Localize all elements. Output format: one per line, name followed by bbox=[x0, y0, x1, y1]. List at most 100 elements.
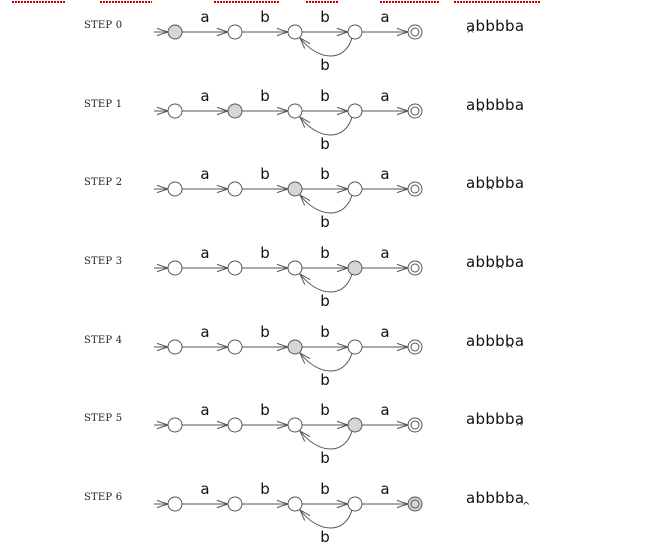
transition-label: a bbox=[380, 165, 389, 183]
tape-symbol: b bbox=[485, 96, 496, 114]
tape-symbol: b bbox=[475, 253, 486, 271]
tape-symbol: a bbox=[514, 489, 525, 507]
back-transition-edge bbox=[299, 194, 353, 214]
transition-label: a bbox=[380, 87, 389, 105]
back-transition-arrowhead bbox=[298, 429, 311, 442]
transition-label: b bbox=[260, 244, 270, 262]
back-transition-arrowhead bbox=[298, 193, 311, 206]
step-label: STEP 2 bbox=[84, 177, 123, 188]
transition-label: a bbox=[200, 87, 209, 105]
transition-label: b bbox=[320, 449, 330, 467]
step-row: STEP 1abbababbbba bbox=[0, 79, 650, 158]
tape-symbol: b bbox=[475, 489, 486, 507]
tape-symbol: b bbox=[485, 489, 496, 507]
tape-symbol: b bbox=[495, 410, 505, 428]
input-tape: abbbba bbox=[466, 410, 524, 428]
transition-label: b bbox=[260, 323, 270, 341]
tape-symbol: b bbox=[485, 174, 495, 192]
back-transition-arrowhead bbox=[298, 36, 311, 49]
state-node bbox=[287, 103, 303, 119]
tape-symbol: b bbox=[475, 410, 486, 428]
back-transition-arrowhead bbox=[298, 351, 311, 364]
transition-label: b bbox=[320, 244, 330, 262]
tape-symbol: b bbox=[504, 489, 515, 507]
transition-label: a bbox=[380, 244, 389, 262]
transition-label: b bbox=[320, 8, 330, 26]
state-node bbox=[167, 260, 183, 276]
tape-symbol: a bbox=[514, 96, 525, 114]
tape-symbol: a bbox=[466, 253, 476, 271]
back-transition-edge bbox=[299, 37, 353, 57]
accept-state-inner-ring bbox=[410, 106, 420, 116]
step-label: STEP 6 bbox=[84, 492, 123, 503]
transition-label: b bbox=[320, 135, 330, 153]
accept-state bbox=[407, 260, 423, 276]
transition-label: a bbox=[380, 8, 389, 26]
tape-symbol: b bbox=[485, 17, 496, 35]
transition-label: b bbox=[260, 87, 270, 105]
state-node bbox=[287, 417, 303, 433]
step-label: STEP 1 bbox=[84, 99, 123, 110]
state-node bbox=[227, 103, 243, 119]
back-transition-edge bbox=[299, 430, 353, 450]
back-transition-arrowhead bbox=[298, 508, 311, 521]
tape-symbol: a bbox=[514, 17, 525, 35]
state-node bbox=[227, 496, 243, 512]
tape-symbol: b bbox=[485, 332, 496, 350]
state-node bbox=[287, 260, 303, 276]
transition-label: a bbox=[380, 480, 389, 498]
transition-label: b bbox=[320, 323, 330, 341]
tape-symbol: b bbox=[504, 96, 515, 114]
transition-label: b bbox=[260, 8, 270, 26]
state-node bbox=[227, 417, 243, 433]
back-transition-arrowhead bbox=[298, 115, 311, 128]
step-label: STEP 5 bbox=[84, 413, 123, 424]
state-node bbox=[287, 339, 303, 355]
tape-symbol: b bbox=[495, 17, 505, 35]
step-row: STEP 2abbababbbba bbox=[0, 157, 650, 236]
transition-label: b bbox=[320, 401, 330, 419]
tape-symbol: b bbox=[485, 410, 496, 428]
state-node bbox=[167, 339, 183, 355]
transition-label: a bbox=[380, 323, 389, 341]
accept-state bbox=[407, 181, 423, 197]
transition-label: b bbox=[260, 401, 270, 419]
state-node bbox=[347, 417, 363, 433]
back-transition-arrowhead bbox=[298, 272, 311, 285]
step-label: STEP 0 bbox=[84, 20, 123, 31]
accept-state-inner-ring bbox=[410, 184, 420, 194]
state-node bbox=[167, 181, 183, 197]
transition-label: a bbox=[200, 323, 209, 341]
tape-symbol: a bbox=[514, 253, 525, 271]
tape-symbol: a bbox=[466, 174, 476, 192]
state-node bbox=[287, 496, 303, 512]
input-tape: abbbba bbox=[466, 332, 524, 350]
accept-state bbox=[407, 103, 423, 119]
tape-symbol: a bbox=[466, 489, 476, 507]
step-label: STEP 4 bbox=[84, 335, 123, 346]
back-transition-edge bbox=[299, 273, 353, 293]
back-transition-edge bbox=[299, 509, 353, 529]
tape-symbol: a bbox=[514, 332, 525, 350]
tape-symbol: a bbox=[466, 332, 476, 350]
tape-symbol: a bbox=[514, 174, 525, 192]
state-node bbox=[347, 339, 363, 355]
tape-symbol: b bbox=[485, 253, 496, 271]
step-row: STEP 4abbababbbba bbox=[0, 315, 650, 394]
tape-symbol: a bbox=[466, 96, 476, 114]
state-node bbox=[227, 24, 243, 40]
accept-state-inner-ring bbox=[410, 263, 420, 273]
step-label: STEP 3 bbox=[84, 256, 123, 267]
tape-symbol: b bbox=[495, 489, 505, 507]
accept-state-inner-ring bbox=[410, 27, 420, 37]
input-tape: abbbba bbox=[466, 489, 528, 507]
transition-label: a bbox=[200, 401, 209, 419]
tape-symbol: b bbox=[495, 253, 505, 271]
tape-symbol: b bbox=[495, 174, 505, 192]
transition-label: a bbox=[200, 480, 209, 498]
